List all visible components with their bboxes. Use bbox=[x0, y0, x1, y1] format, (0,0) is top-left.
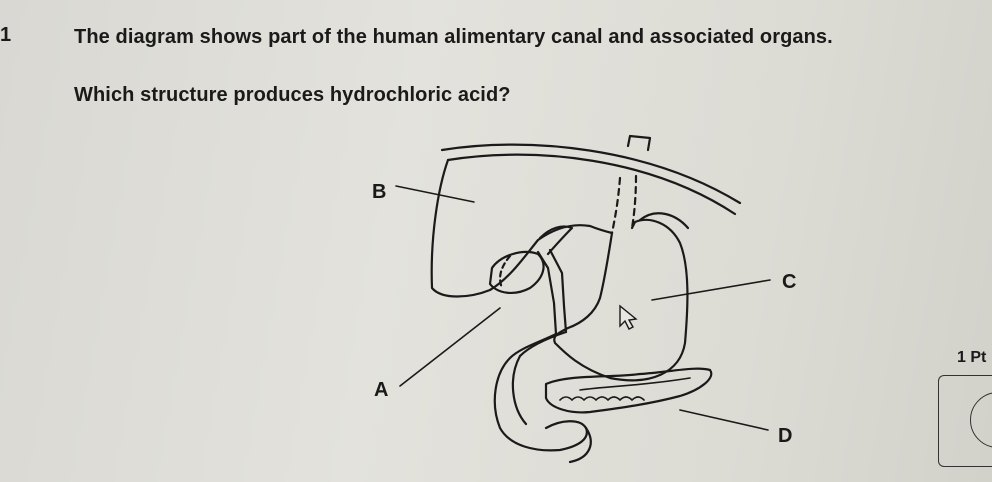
stomach bbox=[553, 218, 689, 382]
label-b: B bbox=[372, 181, 386, 203]
marks-label: 1 Pt bbox=[957, 349, 987, 366]
diaphragm bbox=[440, 143, 742, 205]
liver bbox=[430, 158, 614, 298]
answer-option-circle[interactable] bbox=[970, 392, 992, 448]
alimentary-canal-diagram: B C A D bbox=[372, 134, 796, 464]
duodenum bbox=[493, 332, 588, 452]
label-a: A bbox=[374, 379, 388, 401]
cursor-icon bbox=[619, 304, 638, 330]
pancreas bbox=[544, 367, 713, 414]
label-d: D bbox=[778, 425, 792, 447]
esophagus bbox=[626, 134, 652, 152]
question-prompt: Which structure produces hydrochloric ac… bbox=[74, 84, 511, 106]
gall-bladder bbox=[488, 250, 545, 294]
bile-duct bbox=[538, 225, 574, 256]
question-number: 1 bbox=[0, 24, 12, 46]
question-text: The diagram shows part of the human alim… bbox=[74, 26, 833, 48]
label-c: C bbox=[782, 271, 796, 293]
answer-box[interactable] bbox=[938, 375, 992, 467]
